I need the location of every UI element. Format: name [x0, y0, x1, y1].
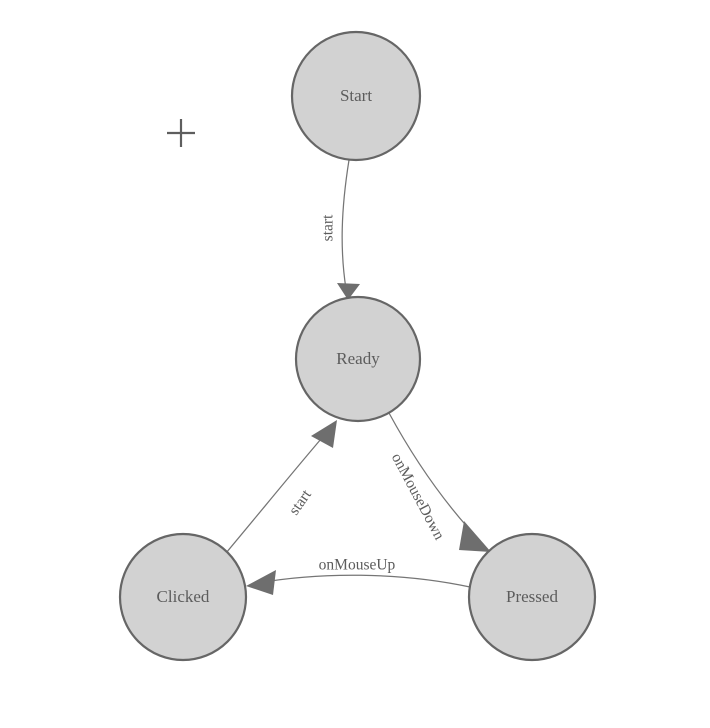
node-start-shape	[290, 30, 422, 162]
edge-label-clicked-to-ready: start	[286, 486, 316, 518]
arrowhead-pressed-topleft	[459, 521, 491, 552]
node-clicked-shape	[118, 532, 248, 662]
node-pressed[interactable]: Pressed	[467, 532, 597, 662]
edge-path-start-to-ready	[341, 159, 350, 290]
node-clicked[interactable]: Clicked	[118, 532, 248, 662]
arrowhead-clicked-right	[246, 570, 276, 595]
node-pressed-shape	[467, 532, 597, 662]
arrowhead-ready-bottomleft	[311, 420, 337, 448]
node-ready-label: Ready	[336, 349, 380, 368]
edge-ready-to-pressed[interactable]: onMouseDown	[388, 412, 491, 552]
arrowhead-ready-top	[337, 283, 360, 300]
edge-path-clicked-to-ready	[225, 431, 328, 554]
node-ready[interactable]: Ready	[294, 295, 422, 423]
edge-clicked-to-ready[interactable]: start	[225, 420, 337, 554]
edge-label-pressed-to-clicked: onMouseUp	[319, 557, 396, 574]
node-ready-shape	[294, 295, 422, 423]
edge-label-ready-to-pressed: onMouseDown	[388, 450, 448, 543]
edge-start-to-ready[interactable]: start	[320, 159, 360, 300]
edge-label-start-to-ready: start	[320, 214, 337, 241]
node-pressed-label: Pressed	[506, 587, 558, 606]
node-start-label: Start	[340, 86, 372, 105]
node-clicked-label: Clicked	[157, 587, 210, 606]
edge-pressed-to-clicked[interactable]: onMouseUp	[246, 557, 471, 595]
crosshair-icon	[167, 119, 195, 147]
edge-path-pressed-to-clicked	[257, 574, 471, 588]
node-start[interactable]: Start	[290, 30, 422, 162]
